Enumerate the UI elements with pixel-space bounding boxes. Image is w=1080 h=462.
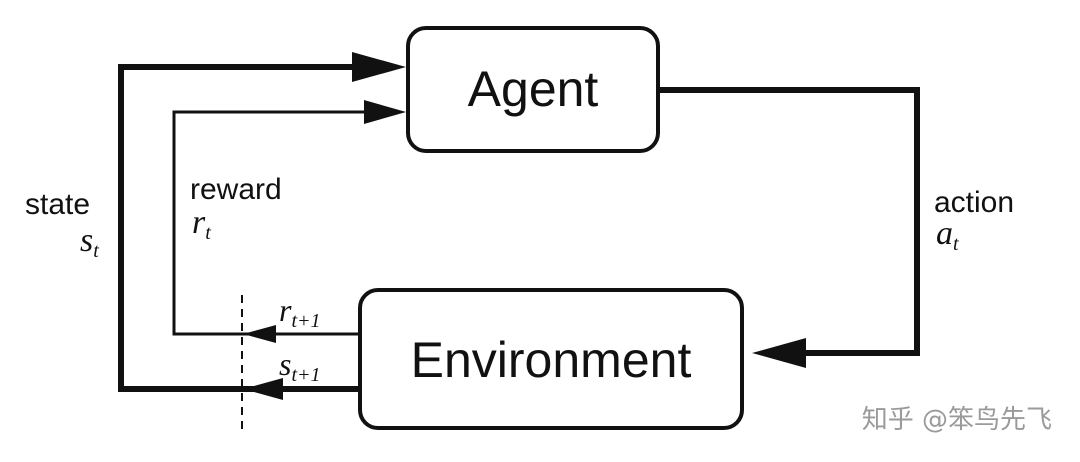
next-reward-arrowhead bbox=[243, 325, 276, 343]
state-arrow bbox=[118, 52, 406, 392]
watermark: 知乎 @笨鸟先飞 bbox=[862, 405, 1052, 435]
environment-box bbox=[358, 288, 744, 430]
next-reward-symbol: rt+1 bbox=[279, 292, 321, 332]
action-arrow-line bbox=[658, 87, 920, 356]
action-symbol: at bbox=[936, 215, 959, 255]
environment-label: Environment bbox=[411, 332, 692, 388]
agent-node: Agent bbox=[406, 26, 660, 153]
reward-label: reward bbox=[190, 173, 282, 206]
state-label: state bbox=[25, 188, 90, 221]
state-arrow-line bbox=[118, 64, 360, 392]
next-state-arrowhead bbox=[243, 378, 283, 400]
reward-symbol: rt bbox=[192, 204, 211, 244]
reward-arrowhead bbox=[364, 100, 406, 124]
action-label: action bbox=[934, 186, 1014, 219]
environment-node: Environment bbox=[358, 288, 744, 430]
next-state-symbol: st+1 bbox=[279, 346, 321, 386]
state-symbol: st bbox=[80, 222, 99, 262]
agent-label: Agent bbox=[468, 61, 599, 117]
state-arrowhead bbox=[352, 52, 406, 82]
action-arrow bbox=[658, 87, 920, 368]
action-arrowhead bbox=[752, 338, 806, 368]
